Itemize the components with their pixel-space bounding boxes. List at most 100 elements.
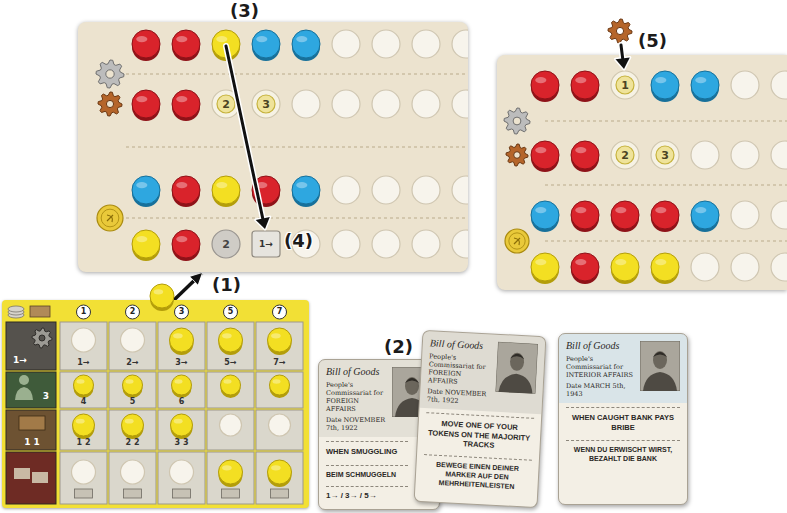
disc-shine: [136, 236, 147, 242]
bonus-tile: [252, 231, 280, 257]
gear-hole: [514, 152, 521, 159]
numbered-slot-ring: [616, 76, 634, 94]
disc-shine: [175, 379, 183, 383]
disc-shine: [224, 379, 232, 383]
row-icon-tile: [6, 372, 56, 408]
gear-hole: [39, 335, 45, 341]
disc-shine: [136, 182, 147, 188]
track-illustration: [497, 55, 787, 290]
player-disc: [212, 176, 240, 204]
board-cell: [60, 372, 107, 408]
numbered-slot-ring: [616, 146, 634, 164]
empty-slot: [452, 230, 468, 258]
empty-slot: [452, 90, 468, 118]
empty-slot: [731, 201, 759, 229]
gear-icon: [506, 144, 528, 166]
empty-slot: [72, 328, 96, 352]
player-disc: [691, 71, 719, 99]
column-badge: [224, 305, 238, 319]
empty-slot: [412, 176, 440, 204]
coin-stack: [8, 306, 24, 312]
cell-value: 2 2: [126, 439, 140, 447]
cell-value: 5: [130, 398, 136, 406]
empty-slot: [292, 90, 320, 118]
empty-slot: [121, 460, 145, 484]
disc-shine: [655, 207, 666, 213]
column-badge: [77, 305, 91, 319]
disc-shine: [176, 236, 187, 242]
photo-head: [510, 353, 525, 372]
empty-slot: [412, 230, 440, 258]
player-disc: [219, 328, 243, 352]
player-board: 123571→2→3→5→7→4561 22 23 31→31 1: [2, 300, 309, 508]
arrow-line: [226, 46, 263, 218]
board-cell: [207, 372, 254, 408]
disc-shine: [154, 289, 164, 294]
gear-icon: [32, 328, 52, 348]
player-disc: [150, 284, 174, 308]
board-cell: [60, 322, 107, 370]
player-disc: [571, 71, 599, 99]
photo-hair: [405, 378, 419, 383]
card-effect: WHEN SMUGGLING: [326, 441, 408, 456]
column-number: 2: [130, 308, 136, 316]
photo-body: [498, 373, 533, 394]
figure-head: [19, 375, 29, 385]
board-cell: [256, 410, 303, 450]
crate-icon: [30, 306, 50, 317]
majority-track-panel: 2321→: [78, 22, 468, 272]
player-disc: [270, 375, 290, 395]
empty-slot: [452, 176, 468, 204]
numbered-slot-ring: [217, 95, 235, 113]
disc-shine: [173, 333, 183, 338]
player-disc: [531, 71, 559, 99]
disc-shine: [695, 207, 706, 213]
empty-slot: [452, 30, 468, 58]
arrow-halo: [226, 46, 263, 218]
disc-shine: [256, 36, 267, 42]
crate-icon: [19, 416, 45, 430]
board-cell: [207, 322, 254, 370]
row-icon-tile: [6, 452, 56, 504]
disc-shine: [222, 465, 232, 470]
connector-halo: [174, 273, 202, 300]
disc-shine: [136, 36, 147, 42]
disc-shine: [77, 379, 85, 383]
disc-shine: [176, 96, 187, 102]
photo-hair: [653, 352, 667, 357]
cell-value: 7→: [273, 359, 285, 367]
tile-value: 1→: [259, 240, 273, 249]
player-disc: [571, 141, 599, 169]
card-department: People's Commissariat for FOREIGN AFFAIR…: [428, 352, 494, 388]
slot-number: 2: [222, 239, 230, 250]
gear-icon: [608, 19, 632, 43]
card-effect-german: BEWEGE EINEN DEINER MARKER AUF DEN MEHRH…: [422, 454, 532, 492]
player-disc: [531, 141, 559, 169]
row-icon-value: 1 1: [24, 438, 40, 447]
coin-emblem: [107, 215, 113, 222]
cell-value: 1 2: [77, 439, 91, 447]
player-disc: [172, 176, 200, 204]
coin-icon: [505, 229, 529, 253]
gear-hole: [616, 27, 623, 34]
empty-slot: [771, 71, 787, 99]
disc-shine: [136, 96, 147, 102]
disc-shine: [575, 207, 586, 213]
cell-value: 5→: [224, 359, 236, 367]
disc-shine: [535, 259, 546, 265]
disc-shine: [655, 77, 666, 83]
row-icon-value: 3: [43, 392, 49, 401]
card-effect-german: WENN DU ERWISCHT WIRST, BEZAHLT DIE BANK: [566, 440, 680, 464]
card-effect: WHEN CAUGHT BANK PAYS BRIBE: [566, 407, 680, 432]
slot-number: 2: [621, 150, 629, 161]
disc-shine: [271, 333, 281, 338]
player-disc: [611, 201, 639, 229]
figure-body: [15, 387, 33, 400]
empty-slot: [731, 71, 759, 99]
board-cell: [60, 452, 107, 504]
slot-number: 1: [621, 80, 629, 91]
player-disc: [132, 90, 160, 118]
player-disc: [172, 230, 200, 258]
player-disc: [571, 253, 599, 281]
numbered-slot: [611, 141, 639, 169]
